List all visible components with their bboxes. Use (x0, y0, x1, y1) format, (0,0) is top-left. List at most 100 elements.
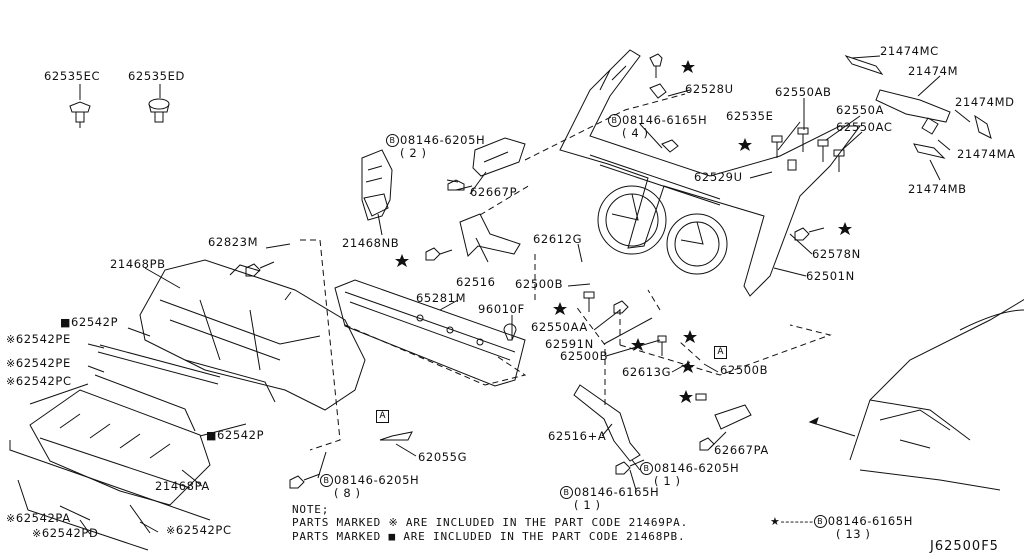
bolt-4-code: 08146-6205H (654, 461, 740, 475)
duct-21468nb-drawing (361, 149, 393, 221)
label-62542pe-2: ※62542PE (6, 356, 71, 371)
label-62550ac: 62550AC (836, 120, 893, 134)
label-62667pa: 62667PA (714, 443, 769, 457)
bracket-62516-drawing (459, 213, 521, 257)
label-62542p-1-code: 62542P (71, 315, 119, 329)
leader-lines (29, 55, 971, 535)
circle-b-icon: B (640, 462, 653, 475)
bolt-2-code: 08146-6165H (622, 113, 708, 127)
label-21468pa: 21468PA (155, 479, 210, 493)
asterisk-marker: ※ (32, 527, 42, 540)
label-62550aa: 62550AA (531, 320, 588, 334)
trim-strips (17, 344, 276, 551)
label-62501n: 62501N (806, 269, 855, 283)
bracket-62667p-drawing (472, 137, 526, 177)
label-62516: 62516 (456, 275, 496, 289)
note-line-2: PARTS MARKED ■ ARE INCLUDED IN THE PART … (292, 530, 686, 543)
bolt-1-code: 08146-6205H (400, 133, 486, 147)
bolt-2-qty: ( 4 ) (622, 126, 649, 140)
asterisk-marker: ※ (6, 357, 16, 370)
vehicle-overview-drawing (808, 299, 1024, 491)
label-21468pb: 21468PB (110, 257, 166, 271)
asterisk-marker: ※ (6, 375, 16, 388)
label-62550ab: 62550AB (775, 85, 832, 99)
note-heading: NOTE; (292, 503, 330, 516)
label-21474mc: 21474MC (880, 44, 939, 58)
circle-b-icon: B (320, 474, 333, 487)
circle-b-icon: B (386, 134, 399, 147)
radiator-core-support-drawing (559, 49, 861, 297)
label-62542p-2: ■62542P (206, 428, 265, 443)
label-62535e: 62535E (726, 109, 774, 123)
bolt-4-qty: ( 1 ) (654, 474, 681, 488)
bolt-5-qty: ( 1 ) (574, 498, 601, 512)
pads-21474 (844, 55, 992, 159)
circle-b-icon: B (608, 114, 621, 127)
label-62542pc-1-code: 62542PC (15, 374, 72, 388)
clip-62535ec-drawing (69, 101, 91, 128)
label-21474mb: 21474MB (908, 182, 967, 196)
label-62542pc-2: ※62542PC (166, 523, 232, 538)
label-96010f: 96010F (478, 302, 525, 316)
legend-dash: ------- (780, 514, 814, 528)
asterisk-marker: ※ (6, 333, 16, 346)
label-62542pd: ※62542PD (32, 526, 99, 541)
diagram-id: J62500F5 (930, 539, 999, 554)
reference-box-a: A (714, 346, 727, 359)
label-62542pd-code: 62542PD (41, 526, 99, 540)
asterisk-marker: ※ (6, 512, 16, 525)
label-62535ec: 62535EC (44, 69, 101, 83)
bolt-1-qty: ( 2 ) (400, 146, 427, 160)
bolt-6-qty: ( 13 ) (836, 527, 871, 541)
label-62529u: 62529U (694, 170, 743, 184)
label-62500b-1: 62500B (515, 277, 564, 291)
label-62542pc-1: ※62542PC (6, 374, 72, 389)
label-62667p: 62667P (470, 185, 518, 199)
label-62542pe-2-code: 62542PE (15, 356, 71, 370)
dashed-guides (300, 93, 832, 451)
label-62528u: 62528U (685, 82, 734, 96)
label-62613g: 62613G (622, 365, 672, 379)
fasteners (245, 53, 845, 489)
reference-box-a: A (376, 410, 389, 423)
label-62591n: 62591N (545, 337, 594, 351)
label-21474ma: 21474MA (957, 147, 1016, 161)
bolt-3-code: 08146-6205H (334, 473, 420, 487)
label-21474md: 21474MD (955, 95, 1015, 109)
label-62055g: 62055G (418, 450, 468, 464)
square-marker: ■ (60, 316, 71, 329)
square-marker: ■ (206, 429, 217, 442)
note-line-1: PARTS MARKED ※ ARE INCLUDED IN THE PART … (292, 516, 688, 529)
label-62542pa-code: 62542PA (15, 511, 71, 525)
bolt-5-code: 08146-6165H (574, 485, 660, 499)
star-markers (395, 60, 852, 403)
label-62542p-2-code: 62542P (217, 428, 265, 442)
label-62612g: 62612G (533, 232, 583, 246)
label-62550a: 62550A (836, 103, 885, 117)
clip-62535ed-drawing (148, 98, 170, 123)
bolt-3-qty: ( 8 ) (334, 486, 361, 500)
label-62823m: 62823M (208, 235, 259, 249)
label-62542pe-1-code: 62542PE (15, 332, 71, 346)
star-icon: ★ (770, 515, 781, 528)
label-65281m: 65281M (416, 291, 467, 305)
label-62500b-3: 62500B (720, 363, 769, 377)
circle-b-icon: B (560, 486, 573, 499)
asterisk-marker: ※ (166, 524, 176, 537)
label-62542pa: ※62542PA (6, 511, 71, 526)
bolt-6-code: 08146-6165H (827, 514, 913, 528)
label-21468nb: 21468NB (342, 236, 400, 250)
label-62542pc-2-code: 62542PC (175, 523, 232, 537)
label-62500b-2: 62500B (560, 349, 609, 363)
label-62578n: 62578N (812, 247, 861, 261)
grille-21468pb-drawing (139, 259, 366, 411)
lower-grille-21468pa-drawing (9, 389, 211, 521)
